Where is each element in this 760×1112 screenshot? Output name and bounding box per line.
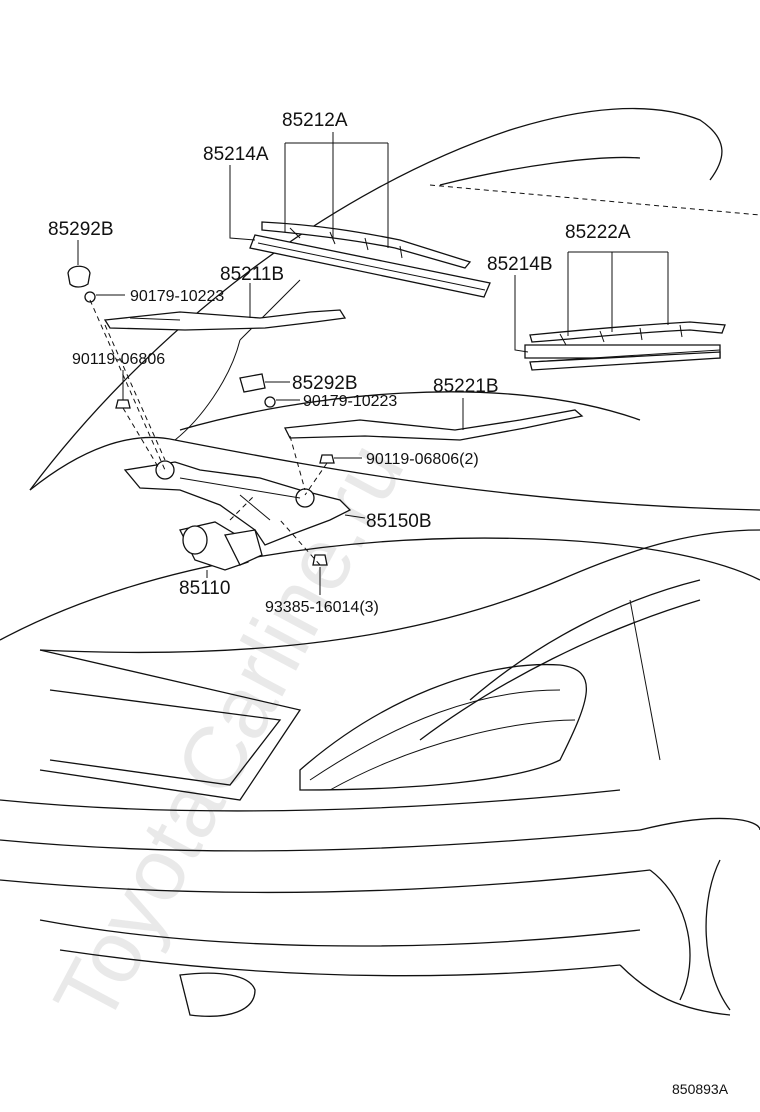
cap-85292B-mid [239, 373, 266, 393]
wiper-arm-85221B [283, 409, 584, 441]
label-85110: 85110 [179, 578, 230, 599]
label-93385: 93385-16014(3) [265, 599, 379, 616]
assembly-guides [89, 299, 328, 566]
label-85214B: 85214B [487, 254, 553, 275]
label-90119-left: 90119-06806 [72, 351, 165, 368]
label-85212A: 85212A [282, 110, 348, 131]
label-90179-top: 90179-10223 [130, 288, 224, 305]
nut-90179-top [84, 291, 96, 303]
label-85221B: 85221B [433, 376, 499, 397]
cap-85292B-top [67, 265, 91, 288]
figure-code: 850893A [672, 1081, 729, 1097]
wiper-linkage-85150B [123, 460, 352, 546]
label-85214A: 85214A [203, 144, 269, 165]
wiper-blade-85212A [249, 221, 491, 298]
wiper-arm-85211B [103, 309, 347, 331]
label-85211B: 85211B [220, 264, 284, 285]
wiper-blade-85222A [524, 321, 726, 371]
label-90119-right: 90119-06806(2) [366, 451, 479, 468]
watermark: ToyotaCarline.ru [34, 427, 422, 1039]
nut-90179-mid [264, 396, 276, 408]
label-85292B-top: 85292B [48, 219, 114, 240]
part-labels: 85212A 85214A 85292B 85211B 90179-10223 … [48, 110, 631, 616]
car-body-outline [0, 107, 760, 1017]
bolt-90119-left [115, 399, 131, 409]
label-85150B: 85150B [366, 511, 432, 532]
wiper-motor-85110 [179, 521, 263, 571]
label-85222A: 85222A [565, 222, 631, 243]
label-90179-mid: 90179-10223 [303, 393, 397, 410]
leader-lines [77, 132, 669, 595]
bolt-93385 [312, 554, 328, 566]
bolt-90119-right [319, 454, 335, 464]
label-85292B-mid: 85292B [292, 373, 358, 394]
